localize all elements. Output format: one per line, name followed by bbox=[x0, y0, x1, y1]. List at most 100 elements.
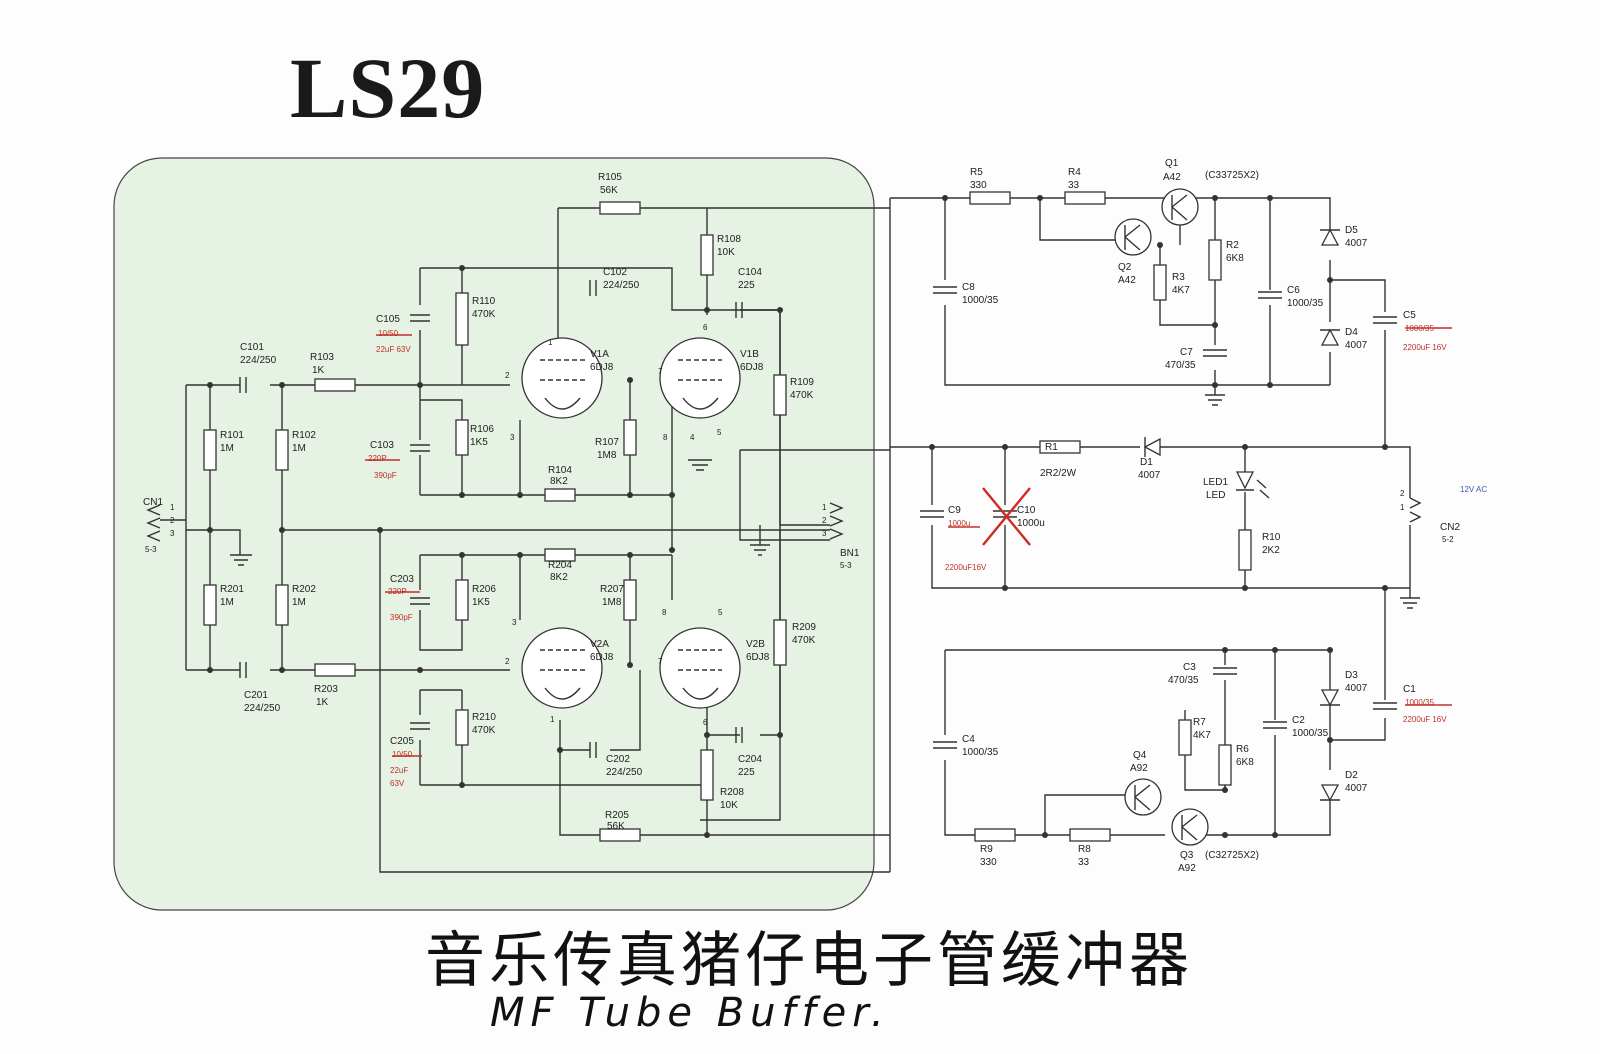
c5-mod: 2200uF 16V bbox=[1403, 343, 1447, 352]
q2-value: A42 bbox=[1118, 275, 1136, 286]
bn1-pin-2: 2 bbox=[822, 516, 827, 525]
r103-value: 1K bbox=[312, 365, 325, 376]
r209-value: 470K bbox=[792, 635, 816, 646]
c105-name: C105 bbox=[376, 314, 400, 325]
c4-value: 1000/35 bbox=[962, 747, 999, 758]
q3-value: A92 bbox=[1178, 863, 1196, 874]
r203-name: R203 bbox=[314, 684, 338, 695]
d4-value: 4007 bbox=[1345, 340, 1368, 351]
cn1-pin-3: 3 bbox=[170, 529, 175, 538]
r107-value: 1M8 bbox=[597, 450, 617, 461]
r206-value: 1K5 bbox=[472, 597, 490, 608]
c10-value: 1000u bbox=[1017, 518, 1045, 529]
r209-name: R209 bbox=[792, 622, 816, 633]
r8-value: 33 bbox=[1078, 857, 1090, 868]
d2-name: D2 bbox=[1345, 770, 1358, 781]
v1b-type: 6DJ8 bbox=[740, 362, 764, 373]
c102-name: C102 bbox=[603, 267, 627, 278]
q3-name: Q3 bbox=[1180, 850, 1194, 861]
v1b-pin-8: 8 bbox=[663, 433, 668, 442]
vacuum-tubes bbox=[521, 337, 741, 709]
bn1-pin-3: 3 bbox=[822, 529, 827, 538]
c3-value: 470/35 bbox=[1168, 675, 1199, 686]
c1-name: C1 bbox=[1403, 684, 1416, 695]
r207-name: R207 bbox=[600, 584, 624, 595]
r6-value: 6K8 bbox=[1236, 757, 1254, 768]
cn1-label: CN1 bbox=[143, 497, 163, 508]
c104-name: C104 bbox=[738, 267, 762, 278]
v2a-name: V2A bbox=[590, 639, 609, 650]
v2b-pin-7: 7 bbox=[658, 657, 663, 666]
bn1-label: BN1 bbox=[840, 548, 860, 559]
q4-name: Q4 bbox=[1133, 750, 1147, 761]
r109-name: R109 bbox=[790, 377, 814, 388]
r106-value: 1K5 bbox=[470, 437, 488, 448]
r208-value: 10K bbox=[720, 800, 738, 811]
c8-value: 1000/35 bbox=[962, 295, 999, 306]
r203-value: 1K bbox=[316, 697, 329, 708]
tube-section-wiring bbox=[160, 207, 890, 873]
c8-name: C8 bbox=[962, 282, 975, 293]
r3-name: R3 bbox=[1172, 272, 1185, 283]
diodes bbox=[1143, 228, 1340, 802]
r201-value: 1M bbox=[220, 597, 234, 608]
c102-value: 224/250 bbox=[603, 280, 640, 291]
v1b-pin-6: 6 bbox=[703, 323, 708, 332]
r4-value: 33 bbox=[1068, 180, 1080, 191]
c5-name: C5 bbox=[1403, 310, 1416, 321]
d1-value: 4007 bbox=[1138, 470, 1161, 481]
v1b-pin-5: 5 bbox=[717, 428, 722, 437]
v2b-pin-8: 8 bbox=[662, 608, 667, 617]
v2b-pin-5: 5 bbox=[718, 608, 723, 617]
r103-name: R103 bbox=[310, 352, 334, 363]
v2a-pin-2: 2 bbox=[505, 657, 510, 666]
c205-value: 10/50 bbox=[392, 750, 413, 759]
d3-value: 4007 bbox=[1345, 683, 1368, 694]
v2b-name: V2B bbox=[746, 639, 765, 650]
r202-name: R202 bbox=[292, 584, 316, 595]
r106-name: R106 bbox=[470, 424, 494, 435]
c103-mod: 390pF bbox=[374, 471, 397, 480]
c201-name: C201 bbox=[244, 690, 268, 701]
cn2-sub: 5-2 bbox=[1442, 535, 1454, 544]
r108-name: R108 bbox=[717, 234, 741, 245]
r3-value: 4K7 bbox=[1172, 285, 1190, 296]
r207-value: 1M8 bbox=[602, 597, 622, 608]
r201-name: R201 bbox=[220, 584, 244, 595]
r2-value: 6K8 bbox=[1226, 253, 1244, 264]
r101-value: 1M bbox=[220, 443, 234, 454]
r107-name: R107 bbox=[595, 437, 619, 448]
c7-name: C7 bbox=[1180, 347, 1193, 358]
r210-value: 470K bbox=[472, 725, 496, 736]
c3-name: C3 bbox=[1183, 662, 1196, 673]
c6-name: C6 bbox=[1287, 285, 1300, 296]
c205-mod-voltage: 63V bbox=[390, 779, 405, 788]
c205-name: C205 bbox=[390, 736, 414, 747]
q1-value: A42 bbox=[1163, 172, 1181, 183]
c202-name: C202 bbox=[606, 754, 630, 765]
caption-english: MF Tube Buffer. bbox=[490, 990, 890, 1036]
r9-name: R9 bbox=[980, 844, 993, 855]
c4-name: C4 bbox=[962, 734, 975, 745]
r1-value: 2R2/2W bbox=[1040, 468, 1077, 479]
horizontal-resistors bbox=[314, 191, 1111, 842]
d5-name: D5 bbox=[1345, 225, 1358, 236]
c203-name: C203 bbox=[390, 574, 414, 585]
c10-name: C10 bbox=[1017, 505, 1036, 516]
r10-name: R10 bbox=[1262, 532, 1281, 543]
r205-value: 56K bbox=[607, 821, 625, 832]
v1b-pin-7: 7 bbox=[658, 367, 663, 376]
r8-name: R8 bbox=[1078, 844, 1091, 855]
c103-name: C103 bbox=[370, 440, 394, 451]
r101-name: R101 bbox=[220, 430, 244, 441]
c6-value: 1000/35 bbox=[1287, 298, 1324, 309]
caption-chinese: 音乐传真猪仔电子管缓冲器 bbox=[425, 926, 1193, 996]
q2-name: Q2 bbox=[1118, 262, 1132, 273]
r7-value: 4K7 bbox=[1193, 730, 1211, 741]
v2b-type: 6DJ8 bbox=[746, 652, 770, 663]
cn2-label: CN2 bbox=[1440, 522, 1460, 533]
d3-name: D3 bbox=[1345, 670, 1358, 681]
c1-mod: 2200uF 16V bbox=[1403, 715, 1447, 724]
c202-value: 224/250 bbox=[606, 767, 643, 778]
cn1-sub: 5-3 bbox=[145, 545, 157, 554]
